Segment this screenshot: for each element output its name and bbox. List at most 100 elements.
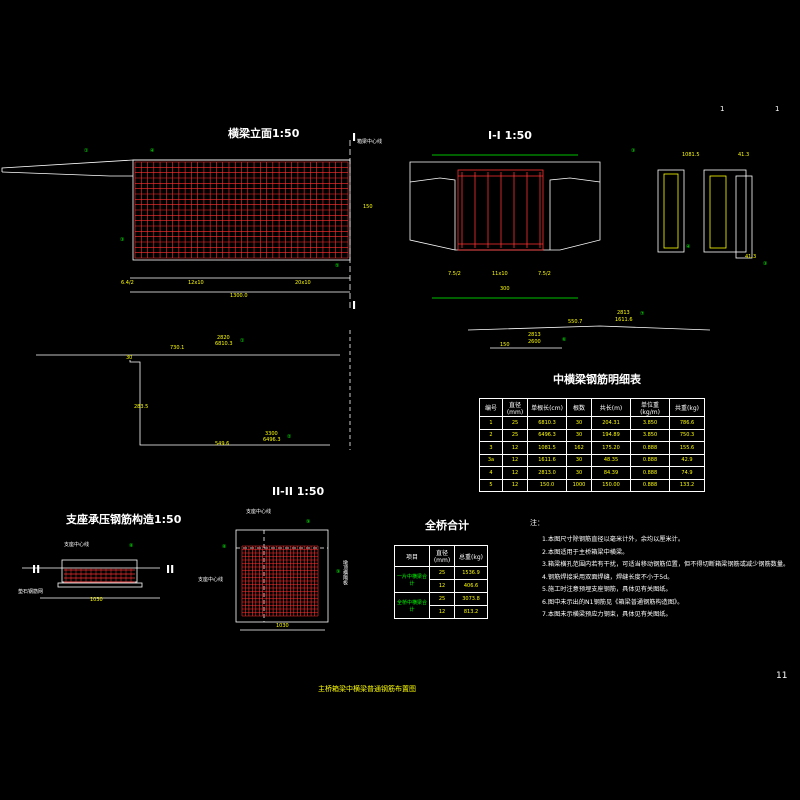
callout-3: ③ — [120, 237, 125, 243]
section-i-view — [409, 154, 601, 299]
bar2-length: 549.6 — [215, 441, 230, 447]
sheet-number: 11 — [776, 671, 788, 681]
callout-3b: ③ — [763, 261, 768, 267]
bom-title: 中横梁钢筋明细表 — [553, 373, 641, 386]
summary-cell: 全桥中横梁合计 — [394, 592, 430, 619]
bar1-dim-c: 6810.3 — [215, 341, 233, 347]
sec-i-dim-left: 7.5/2 — [448, 271, 461, 277]
callout-6: ⑥ — [562, 337, 567, 343]
bom-cell: 786.6 — [669, 416, 705, 430]
bom-cell: 12 — [502, 453, 528, 467]
elev-dim-left: 6.4/2 — [121, 280, 134, 286]
bom-cell: 162 — [566, 441, 592, 455]
section-ii-vertical-label: 墩顶横隔板 — [342, 560, 348, 585]
bom-cell: 3 — [479, 441, 503, 455]
bom-cell: 1 — [479, 416, 503, 430]
section-ii-centerline-label: 支座中心线 — [246, 509, 272, 515]
bom-header: 直径(mm) — [502, 398, 528, 417]
bom-cell: 1000 — [566, 478, 592, 492]
bom-header-row: 编号 直径(mm) 单根长(cm) 根数 共长(m) 单位重(kg/m) 共重(… — [479, 398, 705, 417]
notes-block: 注： 1.本图尺寸除钢筋直径以毫米计外，余均以厘米计。2.本图适用于主桥箱梁中横… — [530, 520, 790, 622]
elev-dim-total: 1300.0 — [230, 293, 248, 299]
section-i-rebar — [458, 172, 543, 248]
bom-cell: 1081.5 — [527, 441, 567, 455]
elev-dim-b: 20x10 — [295, 280, 311, 286]
elevation-rebar-mesh — [134, 161, 349, 259]
bom-cell: 175.20 — [591, 441, 631, 455]
bearing-rebar — [64, 568, 135, 583]
note-line: 1.本图尺寸除钢筋直径以毫米计外，余均以厘米计。 — [542, 536, 685, 543]
elevation-view — [1, 140, 351, 310]
elevation-title: 横梁立面1:50 — [228, 127, 300, 140]
drawing-title: 主桥箱梁中横梁普通钢筋布置图 — [318, 685, 416, 693]
note-line: 6.图中未示出的N1钢筋见《箱梁普通钢筋构造图》。 — [542, 598, 684, 606]
section-ii-title: II-II 1:50 — [272, 485, 325, 498]
bar3a-dim: 2813 — [528, 332, 541, 338]
summary-cell: 3073.8 — [454, 592, 488, 606]
bom-cell: 750.3 — [669, 428, 705, 442]
summary-cell: 25 — [429, 566, 455, 580]
section-mark-bottom: I — [352, 299, 357, 312]
bom-cell: 42.9 — [669, 453, 705, 467]
bearing-section-right: II — [166, 563, 175, 576]
bom-cell: 6496.3 — [527, 428, 567, 442]
bearing-centerline-label: 支座中心线 — [64, 542, 90, 548]
sec-i-dim-total: 300 — [500, 286, 510, 292]
bom-table: 编号 直径(mm) 单根长(cm) 根数 共长(m) 单位重(kg/m) 共重(… — [479, 398, 705, 492]
note-line: 7.本图未示横梁预应力钢束，具体见有关图纸。 — [542, 611, 672, 618]
bearing-dim: 1030 — [90, 597, 103, 603]
callout-7: ⑦ — [640, 311, 645, 317]
bom-header: 单根长(cm) — [527, 398, 567, 417]
page-mark-2: 1 — [775, 105, 780, 113]
bom-cell: 74.9 — [669, 466, 705, 480]
bar4-dim2: 1611.6 — [615, 317, 633, 323]
bom-cell: 2813.0 — [527, 466, 567, 480]
bom-cell: 194.89 — [591, 428, 631, 442]
bearing-title: 支座承压钢筋构造1:50 — [66, 513, 182, 526]
section-ii-rebar-mesh — [241, 545, 319, 617]
bar4-dim: 2813 — [617, 310, 630, 316]
summary-cell: 406.6 — [454, 579, 488, 593]
callout-8: ⑧ — [129, 543, 134, 549]
stirrup-dim-a: 1081.5 — [682, 152, 700, 158]
callout-4: ④ — [150, 148, 155, 154]
bom-cell: 12 — [502, 441, 528, 455]
bar-shape-diagrams — [36, 325, 711, 450]
summary-cell: 25 — [429, 592, 455, 606]
summary-table: 项目 直径(mm) 总重(kg) 一片中横梁合计 25 1536.9 12 40… — [394, 545, 488, 619]
bom-header: 单位重(kg/m) — [630, 398, 670, 417]
summary-header: 总重(kg) — [454, 545, 488, 567]
bom-header: 共长(m) — [591, 398, 631, 417]
bom-cell: 25 — [502, 416, 528, 430]
callout-4b: ④ — [686, 244, 691, 250]
bar4-len: 550.7 — [568, 319, 583, 325]
bom-cell: 30 — [566, 453, 592, 467]
bar3a-short: 150 — [500, 342, 510, 348]
bar2-total-a: 3300 — [265, 431, 278, 437]
bearing-section-left: II — [32, 563, 41, 576]
stirrup-shapes — [657, 169, 753, 259]
note-line: 2.本图适用于主桥箱梁中横梁。 — [542, 548, 629, 556]
bom-cell: 2 — [479, 428, 503, 442]
bom-cell: 5 — [479, 478, 503, 492]
bom-cell: 30 — [566, 416, 592, 430]
summary-header: 直径(mm) — [429, 545, 455, 567]
bom-cell: 12 — [502, 478, 528, 492]
stirrup-dim-e: 41.3 — [738, 152, 750, 158]
note-line: 3.箱梁横孔范围内若有干扰，可适当移动钢筋位置，但不得切断箱梁钢筋或减少钢筋数量… — [542, 561, 790, 568]
bom-cell: 48.35 — [591, 453, 631, 467]
bom-cell: 84.39 — [591, 466, 631, 480]
elevation-outline — [132, 159, 351, 261]
callout-5: ⑤ — [335, 263, 340, 269]
summary-row: 一片中横梁合计 25 1536.9 — [394, 566, 488, 593]
bearing-left-label: 垫石钢筋网 — [18, 589, 44, 595]
callout-2: ② — [287, 434, 292, 440]
bom-cell: 150.00 — [591, 478, 631, 492]
bom-cell: 3.850 — [630, 428, 670, 442]
callout-1b: ① — [240, 338, 245, 344]
